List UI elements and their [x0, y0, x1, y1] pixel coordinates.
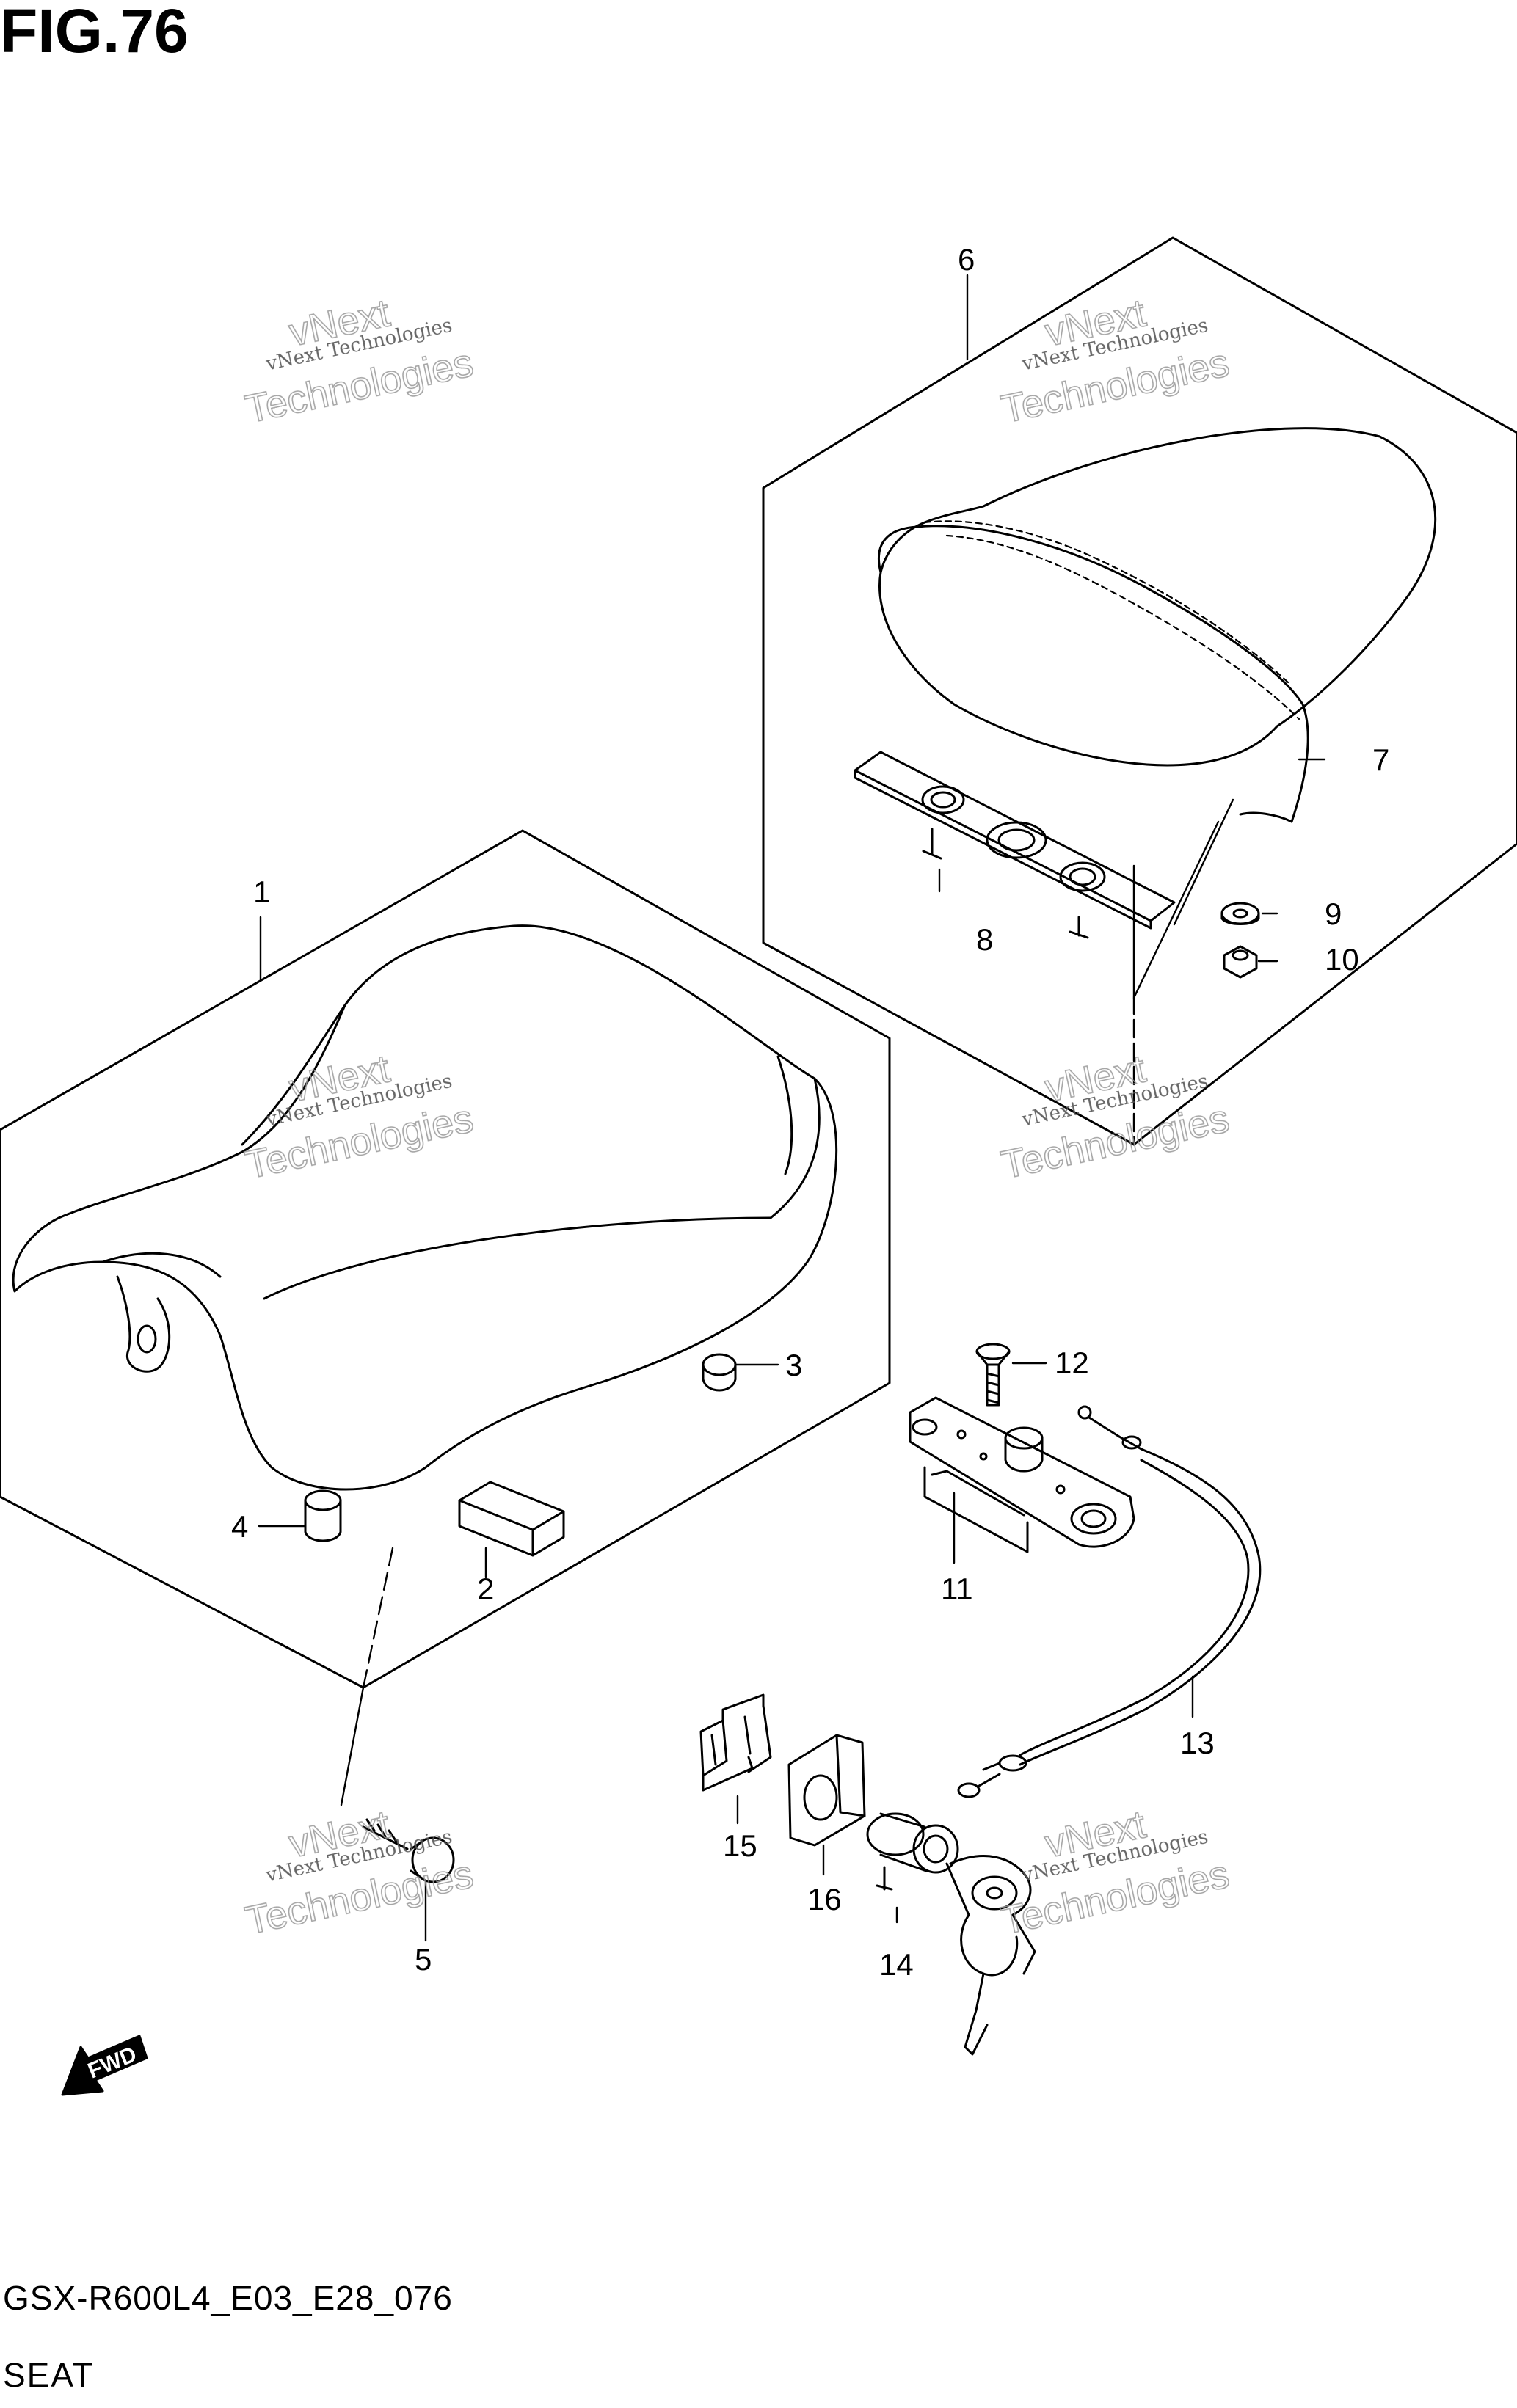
watermark: vNext Technologies vNext Technologies vN… — [241, 291, 1233, 1944]
callout-4: 4 — [231, 1509, 248, 1544]
rear-seat-cushion — [877, 427, 1437, 823]
lock-plate — [787, 1734, 866, 1847]
callout-13: 13 — [1180, 1726, 1215, 1760]
callout-9: 9 — [1325, 897, 1342, 931]
front-seat-group-box — [0, 829, 891, 1689]
callout-10: 10 — [1325, 942, 1359, 977]
rear-seat-group-box — [762, 236, 1517, 1146]
callout-6: 6 — [958, 242, 975, 277]
callout-3: 3 — [785, 1348, 802, 1382]
rear-seat-bracket — [854, 751, 1176, 939]
callout-15: 15 — [723, 1828, 757, 1863]
callout-2: 2 — [477, 1572, 494, 1606]
callout-14: 14 — [879, 1947, 914, 1982]
seat-cushion-4 — [304, 1489, 342, 1542]
callout-5: 5 — [415, 1942, 432, 1977]
seat-bolt-5 — [362, 1818, 455, 1883]
fwd-arrow-icon — [61, 2035, 148, 2096]
seat-lock-bracket — [909, 1396, 1135, 1553]
callout-11: 11 — [941, 1572, 973, 1606]
nut — [1223, 945, 1258, 979]
front-seat-cushion — [12, 924, 838, 1491]
seat-block-2 — [458, 1481, 565, 1557]
callout-8: 8 — [976, 922, 993, 957]
lock-set — [866, 1812, 1036, 2056]
callout-1: 1 — [253, 875, 270, 909]
model-code: GSX-R600L4_E03_E28_076 — [3, 2279, 453, 2317]
callout-16: 16 — [807, 1882, 842, 1916]
callout-7: 7 — [1372, 743, 1389, 777]
callout-12: 12 — [1055, 1346, 1089, 1380]
washer — [1220, 902, 1260, 925]
seat-lock-cable — [957, 1405, 1262, 1798]
figure-title: FIG.76 — [0, 0, 189, 65]
screw-12 — [975, 1343, 1011, 1407]
seat-rubber-3 — [702, 1353, 737, 1392]
section-title: SEAT — [3, 2356, 95, 2394]
spring-clip — [699, 1693, 772, 1792]
